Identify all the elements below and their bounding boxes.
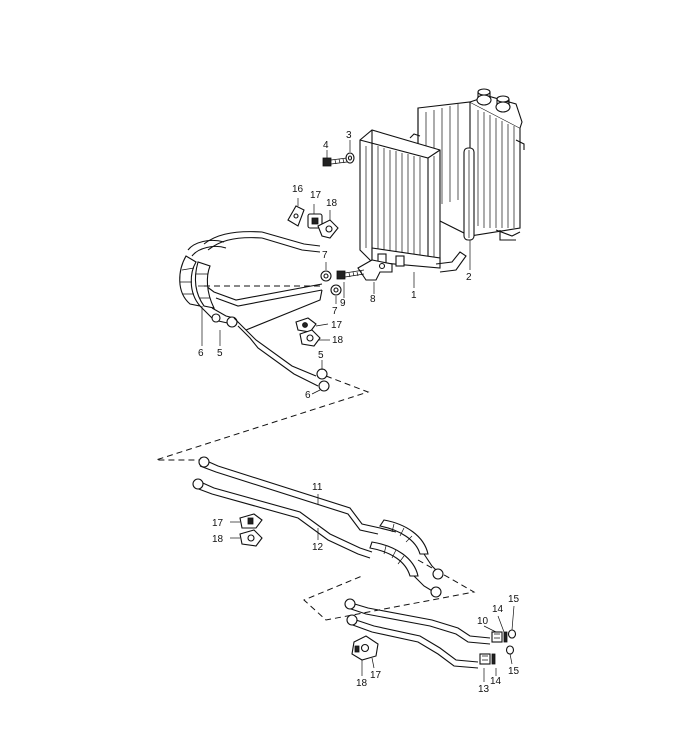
callout-11: 11 [312, 482, 323, 493]
callout-18-top: 18 [326, 198, 338, 209]
callout-6-middle: 6 [305, 390, 311, 401]
callout-14-lower: 14 [490, 676, 502, 687]
foam-strip-part-2 [463, 147, 475, 241]
callout-18-bottom: 18 [356, 678, 368, 689]
callout-5-middle: 5 [318, 350, 324, 361]
callout-4: 4 [323, 140, 329, 151]
bolt-part-9 [336, 269, 365, 280]
holder-part-18-top [317, 219, 339, 239]
front-oil-cooler-part-1 [359, 129, 467, 273]
callout-labels: 1 2 3 4 5 5 6 6 7 7 8 9 10 11 12 13 14 1… [198, 130, 520, 695]
callout-8: 8 [370, 294, 376, 305]
callout-7-upper: 7 [322, 250, 328, 261]
callout-10: 10 [477, 616, 489, 627]
bracket-part-8 [357, 259, 393, 281]
leader-lines [201, 140, 515, 682]
holder-part-17-middle [295, 317, 317, 333]
callout-1: 1 [411, 290, 417, 301]
fitting-part-13 [479, 653, 491, 665]
lower-oil-lines [192, 456, 444, 598]
fitting-part-10 [491, 631, 503, 643]
clip-part-16 [287, 205, 305, 227]
callout-9: 9 [340, 298, 346, 309]
holder-part-17-lower [239, 513, 263, 529]
holder-part-17-18-bottom [351, 635, 379, 661]
callout-12: 12 [312, 542, 324, 553]
callout-17-bottom: 17 [370, 670, 382, 681]
callout-15-lower: 15 [508, 666, 520, 677]
callout-3: 3 [346, 130, 352, 141]
bottom-oil-lines [344, 598, 491, 669]
washer-part-15 [505, 629, 517, 655]
washer-part-7 [320, 270, 342, 296]
callout-15-upper: 15 [508, 594, 520, 605]
callout-6-upper: 6 [198, 348, 204, 359]
bolt-part-4 [322, 157, 348, 167]
callout-13: 13 [478, 684, 490, 695]
callout-16: 16 [292, 184, 304, 195]
callout-17-lower: 17 [212, 518, 224, 529]
holder-part-18-middle [299, 329, 321, 347]
routing-dashed-lines [155, 285, 476, 621]
callout-18-lower: 18 [212, 534, 224, 545]
holder-part-17-top [307, 213, 323, 229]
callout-14-upper: 14 [492, 604, 504, 615]
holder-part-18-lower [239, 529, 263, 547]
upper-oil-lines [179, 231, 330, 392]
callout-5-upper: 5 [217, 348, 223, 359]
washer-part-3 [345, 152, 355, 164]
callout-2: 2 [466, 272, 472, 283]
callout-18-middle: 18 [332, 335, 344, 346]
washer-part-14 [491, 631, 508, 665]
callout-7-lower: 7 [332, 306, 338, 317]
callout-17-top: 17 [310, 190, 322, 201]
callout-17-middle: 17 [331, 320, 343, 331]
